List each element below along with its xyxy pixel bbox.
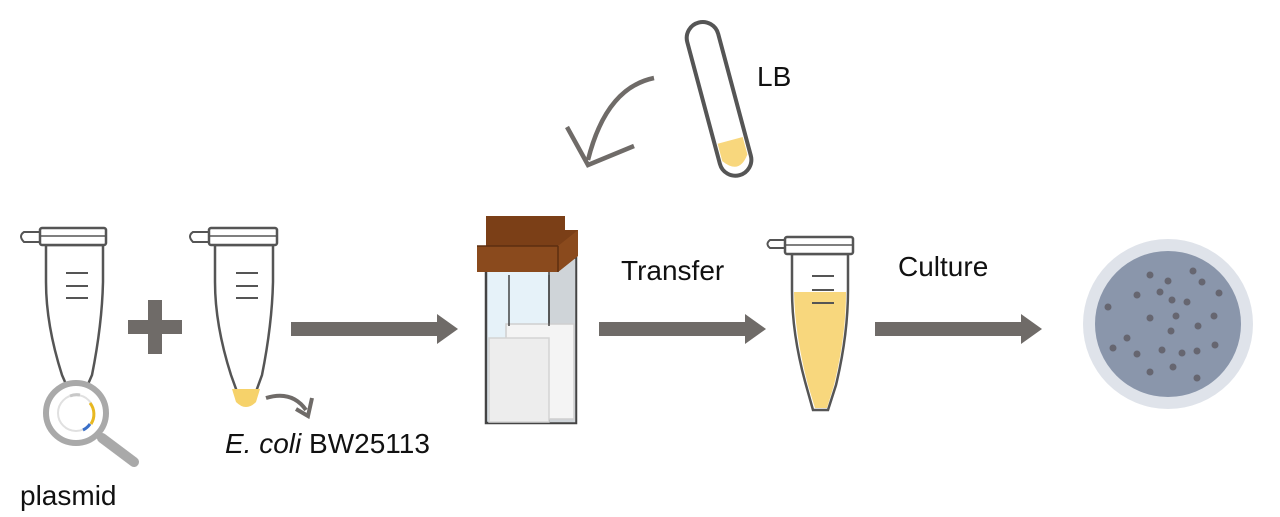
- culture-label: Culture: [898, 251, 989, 282]
- strain-name: BW25113: [309, 428, 430, 459]
- cell-pellet: [232, 389, 260, 407]
- transfer-label: Transfer: [621, 255, 725, 286]
- strain-species: E. coli: [225, 428, 302, 459]
- curved-arrow-from-lb: [565, 75, 655, 168]
- arrow-2: [599, 314, 766, 344]
- arrow-3: [875, 314, 1042, 344]
- plasmid-tube: [20, 226, 108, 400]
- lb-tube: [684, 20, 754, 178]
- ecoli-tube: [189, 226, 279, 407]
- arrow-1: [291, 314, 458, 344]
- small-curved-arrow: [265, 393, 314, 420]
- culture-medium: [794, 292, 846, 408]
- plasmid-label: plasmid: [20, 480, 117, 511]
- plus-icon: [128, 300, 182, 354]
- strain-label: E. coli BW25113: [225, 430, 430, 458]
- magnifier-icon: [43, 380, 139, 467]
- cuvette: [477, 216, 578, 425]
- agar-plate: [1083, 239, 1253, 409]
- colonies: [1104, 267, 1223, 382]
- lb-label: LB: [757, 61, 792, 92]
- culture-tube: [766, 235, 855, 412]
